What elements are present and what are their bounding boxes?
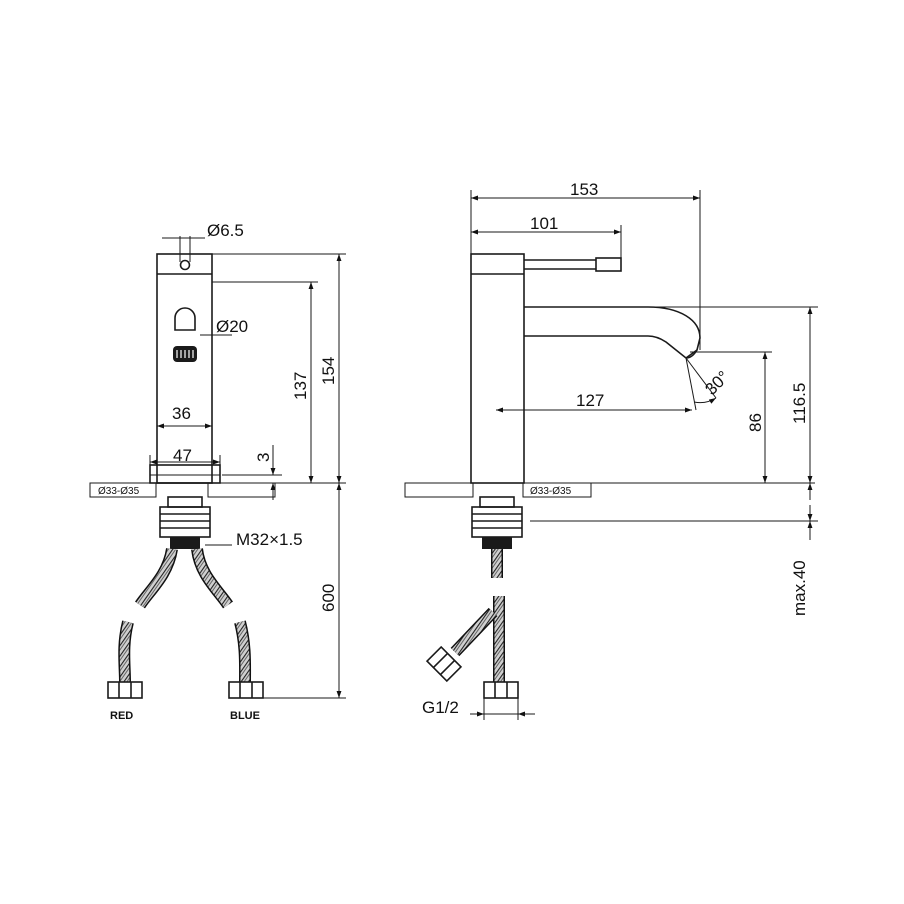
side-shank (479, 496, 515, 508)
side-connector-icon (483, 681, 519, 699)
mounting-nut (159, 506, 211, 538)
base-flange (149, 464, 221, 484)
dim-total-height: 154 (319, 357, 338, 385)
dim-spout-top-height: 116.5 (790, 383, 809, 424)
dim-spout-angle: 30° (701, 367, 733, 399)
dim-base-width: 47 (173, 446, 192, 465)
dim-hole-diameter-side: Ø33-Ø35 (530, 486, 572, 497)
side-angled-connector-icon (425, 645, 463, 683)
side-handle-tip (595, 257, 622, 272)
dim-body-width: 36 (172, 404, 191, 423)
hot-connector-icon (107, 681, 143, 699)
side-countertop-right (522, 482, 592, 498)
side-countertop-left (404, 482, 474, 498)
dim-outlet-diameter: Ø20 (216, 317, 248, 336)
dim-handle-length: 101 (530, 214, 558, 233)
dim-handle-diameter: Ø6.5 (207, 221, 244, 240)
dim-spout-clearance: 86 (746, 413, 765, 432)
cold-connector-icon (228, 681, 264, 699)
dim-spout-reach: 127 (576, 391, 604, 410)
outlet-opening (174, 307, 196, 331)
dim-total-depth: 153 (570, 180, 598, 199)
shank (167, 496, 203, 508)
label-hot: RED (110, 710, 133, 722)
handle-pin-icon (179, 259, 191, 271)
dim-thread: M32×1.5 (236, 530, 303, 549)
label-cold: BLUE (230, 710, 260, 722)
countertop-left (89, 482, 157, 498)
dim-connection: G1/2 (422, 698, 459, 717)
dim-base-height: 3 (254, 453, 273, 462)
spout (524, 306, 701, 359)
side-view: 153 101 127 30° 86 116.5 Ø33-Ø35 max.40 … (404, 180, 818, 720)
side-faucet-body (470, 253, 525, 484)
dim-outlet-height: 137 (291, 372, 310, 400)
dim-max-deck: max.40 (790, 560, 809, 616)
countertop-right (207, 482, 276, 498)
dim-hole-diameter-front: Ø33-Ø35 (98, 486, 140, 497)
side-mounting-nut (471, 506, 523, 538)
dim-hose-length: 600 (319, 584, 338, 612)
front-view: Ø6.5 Ø20 36 47 3 137 154 Ø33-Ø35 M32×1.5… (89, 221, 346, 722)
